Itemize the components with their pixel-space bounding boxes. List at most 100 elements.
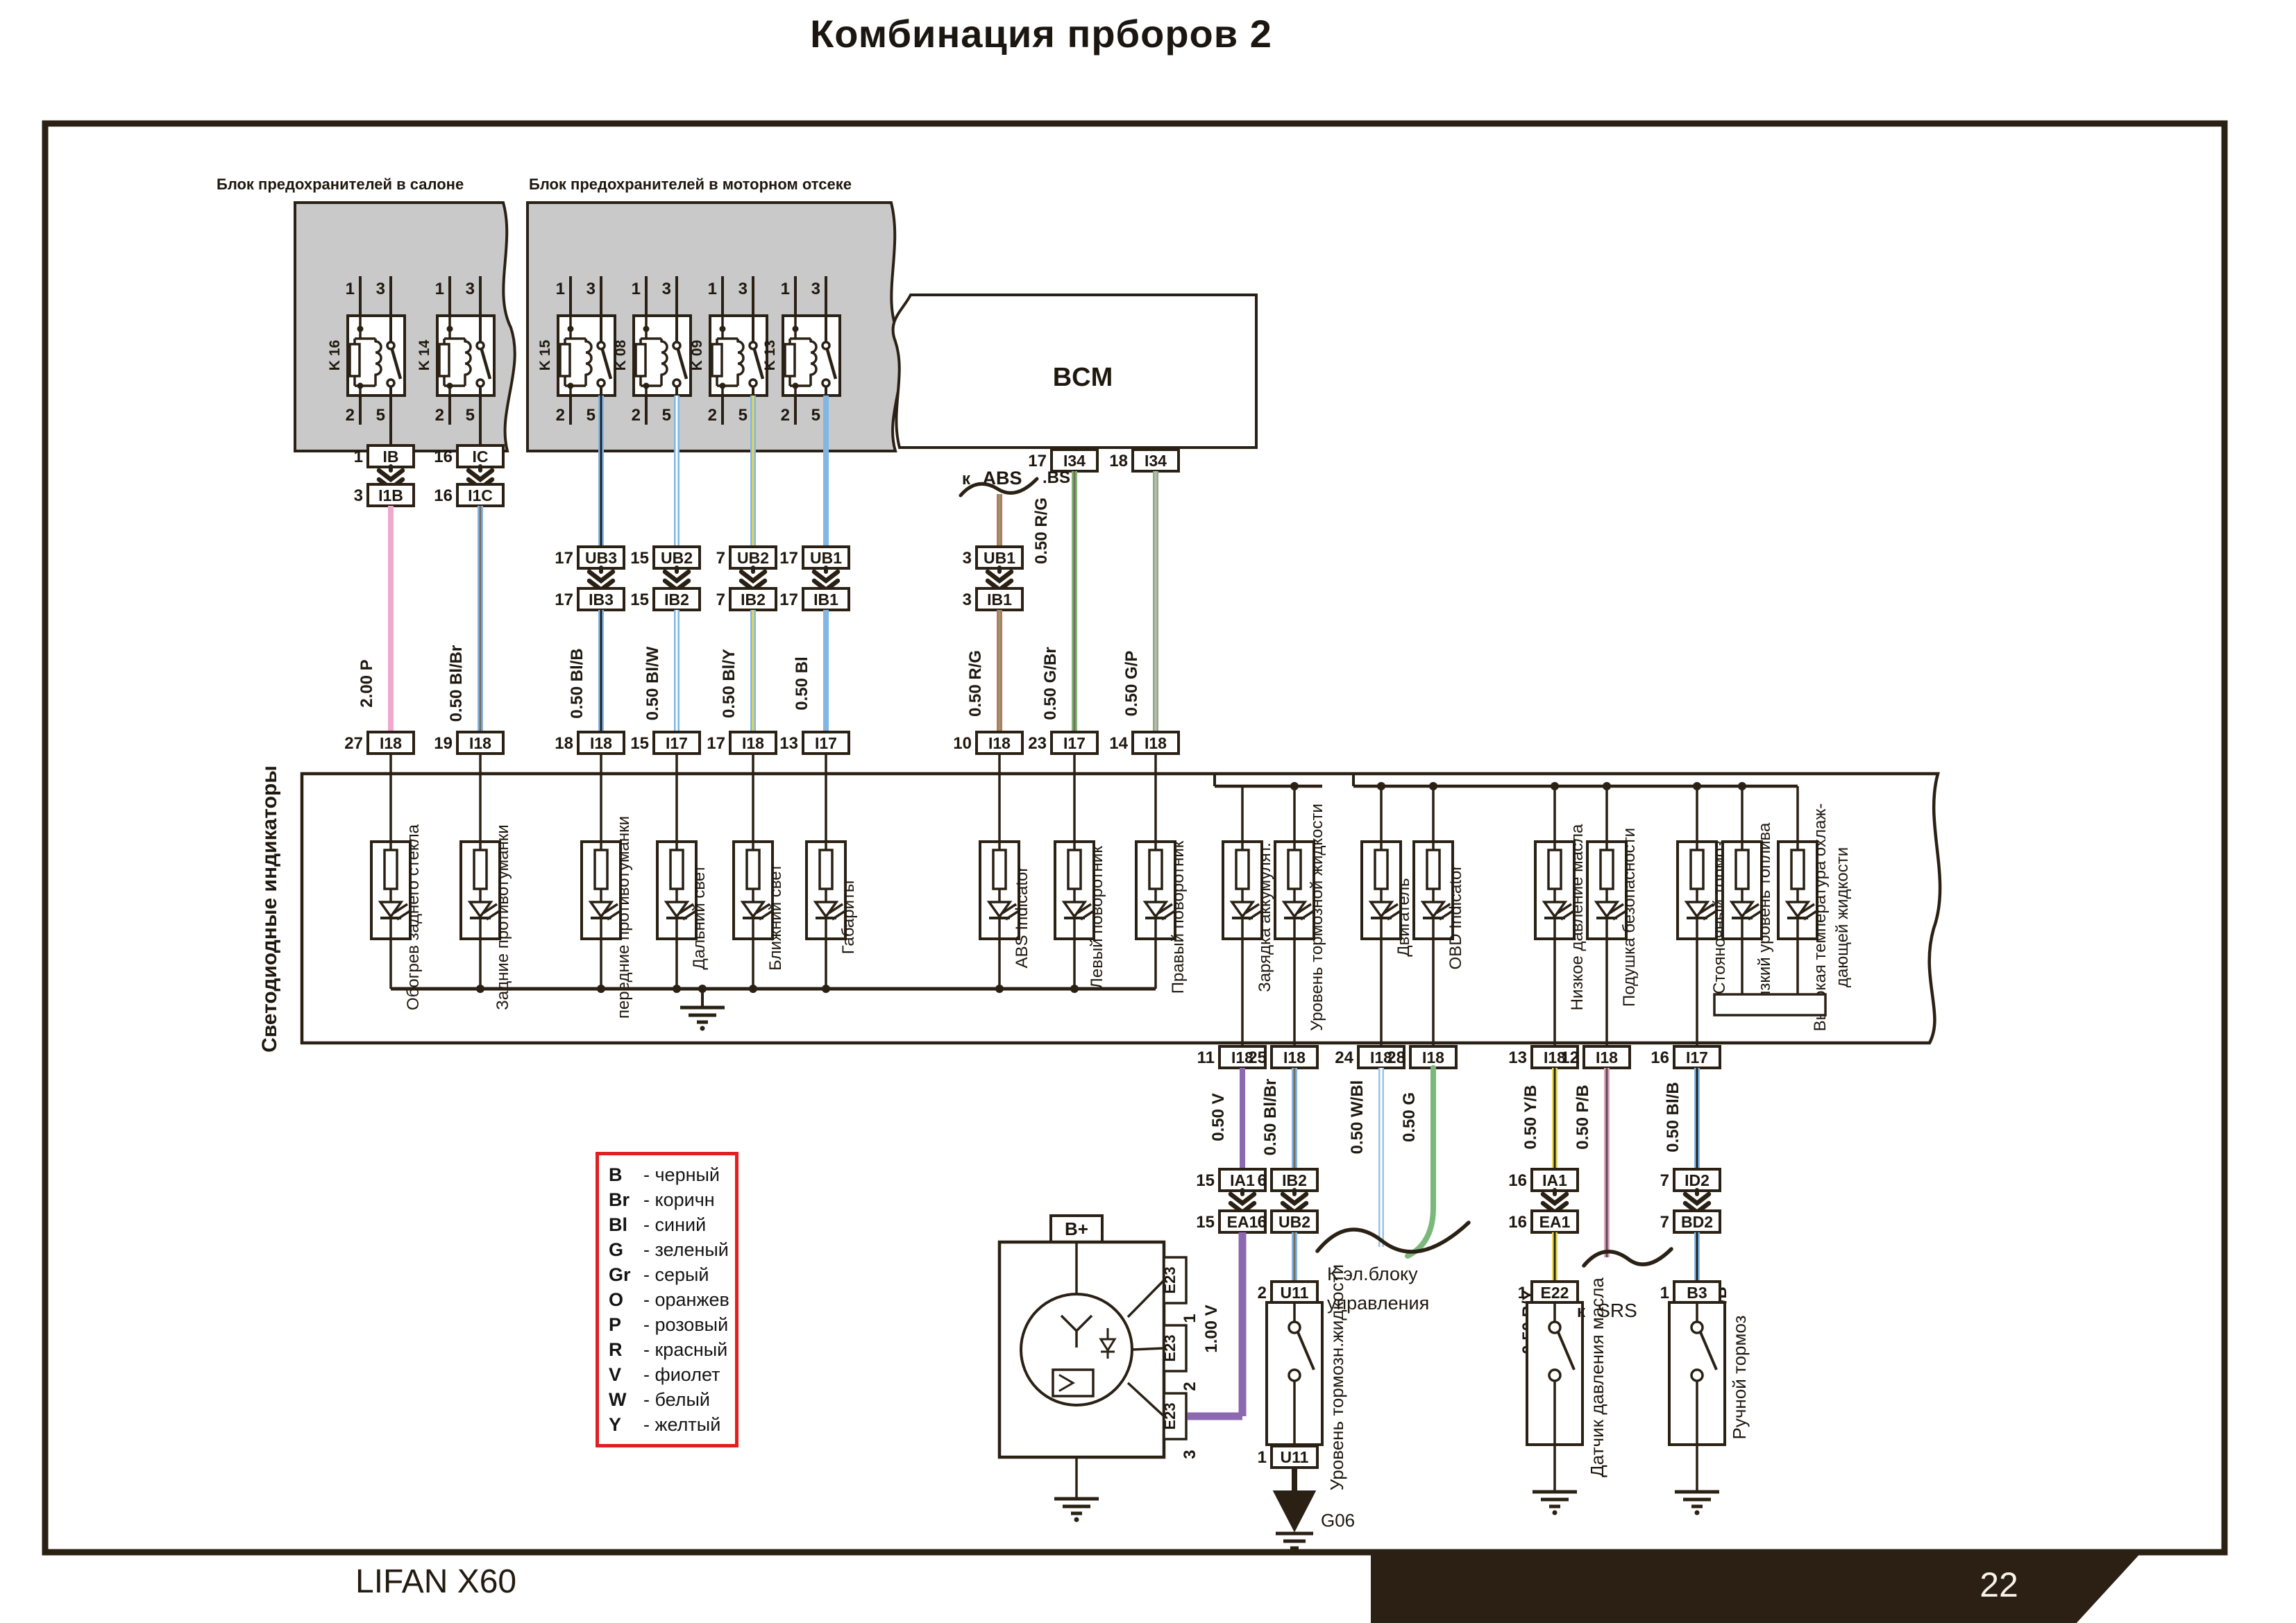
connector-code: E22 [1541, 1284, 1569, 1302]
relay-resistor [634, 343, 647, 377]
panel-bottom-connector [1673, 1045, 1721, 1069]
down-arrow-icon [811, 569, 841, 584]
connector-code: I18 [1596, 1048, 1618, 1067]
abs-ghost: .BS [1043, 468, 1070, 487]
connector-pin: 28 [1387, 1048, 1406, 1067]
led-resistor [1148, 849, 1163, 890]
relay-contact [821, 378, 831, 388]
relay-pin: 2 [708, 406, 717, 425]
connector-code: ID2 [1685, 1171, 1710, 1189]
led-resistor [1426, 849, 1441, 890]
harness-connector [1218, 1209, 1267, 1234]
connector-pin: 10 [953, 734, 972, 753]
contact [1288, 1368, 1301, 1382]
shared-bus-bar [1713, 993, 1827, 1017]
led-label: Левый поворотник [1088, 846, 1106, 989]
led-diode-icon [1281, 901, 1308, 919]
led-label: Обогрев заднего стекла [404, 824, 423, 1010]
relay-contact [386, 341, 396, 350]
relay-contact [748, 341, 758, 350]
connector-pin: 7 [1660, 1213, 1669, 1232]
led-label: Задние противотуманки [493, 824, 512, 1010]
harness-connector [729, 545, 777, 570]
junction-dot [1070, 985, 1079, 993]
srs-text: SRS [1597, 1300, 1637, 1321]
connector-pin: 24 [1335, 1048, 1353, 1067]
relay-pin: 1 [632, 280, 641, 298]
led-resistor [1287, 849, 1302, 890]
connector-code: IB [383, 448, 399, 466]
relay-pin: 3 [738, 280, 748, 298]
junction-dot [1290, 782, 1299, 790]
wire-label: 0.50 G [1400, 1092, 1419, 1142]
legend-item-Bl: Bl- синий [609, 1214, 707, 1235]
footer-model: LIFAN X60 [355, 1563, 517, 1600]
down-arrow-icon [662, 569, 691, 584]
junction-dot [643, 325, 650, 332]
relay-resistor [711, 343, 723, 377]
led-resistor [1067, 849, 1082, 890]
wire-label: 0.50 P/B [1573, 1085, 1592, 1149]
relay-name: K 15 [537, 340, 553, 371]
led-diode-icon [1142, 901, 1169, 919]
device-connector [1270, 1280, 1319, 1305]
led-resistor [669, 849, 684, 890]
relay-contact [475, 378, 485, 388]
connector-pin: 16 [1508, 1171, 1527, 1190]
legend-item-Br: Br- коричн [609, 1189, 715, 1210]
relay-resistor [348, 343, 361, 377]
relay-name: K 13 [762, 340, 778, 371]
wire-label: 0.50 V [1209, 1093, 1228, 1141]
led-resistor [745, 849, 761, 890]
junction-dot [597, 985, 605, 993]
connector-code: I18 [1544, 1048, 1566, 1067]
led-diode-icon [1229, 901, 1256, 919]
led-label: Двигатель [1394, 878, 1413, 956]
gen-reg-arrow [1058, 1374, 1075, 1392]
connector-pin: 18 [555, 734, 573, 753]
led-resistor [1734, 849, 1750, 890]
wire-label: 0.50 Bl/W [643, 646, 662, 720]
panel-bottom-connector [1530, 1045, 1579, 1069]
connector-pin: 15 [1196, 1171, 1215, 1190]
connector-code: I18 [380, 734, 402, 752]
connector-pin: 17 [555, 590, 573, 609]
relay-pin: 3 [376, 280, 385, 298]
relay-name: K 08 [613, 340, 629, 371]
led-resistor [1374, 849, 1389, 890]
harness-connector [802, 545, 850, 570]
connector-code: I1C [468, 486, 493, 504]
connector-code: I17 [1686, 1048, 1708, 1067]
bplus-connector [1049, 1214, 1104, 1243]
junction-dot [995, 985, 1004, 993]
led-diode-icon [740, 901, 766, 919]
ecu-wavy [1315, 1221, 1471, 1254]
gen-tab-code: E23 [1161, 1402, 1179, 1429]
relay-coil-icon [809, 340, 818, 376]
wire-label: 0.50 G/Br [1041, 647, 1060, 720]
connector-pin: 3 [963, 590, 972, 609]
relay-pin: 2 [346, 406, 355, 425]
relay-pin: 1 [435, 280, 444, 298]
relay-pin: 5 [811, 406, 820, 425]
connector-code: I17 [815, 734, 837, 752]
legend-item-G: G- зеленый [609, 1239, 729, 1260]
bcm-connector [1131, 448, 1180, 473]
connector-code: IA1 [1542, 1171, 1567, 1189]
connector-pin: 15 [630, 549, 649, 568]
harness-connector [1270, 1209, 1319, 1234]
relay-name: K 09 [689, 340, 705, 371]
connector-code: I18 [988, 734, 1011, 752]
connector-code: IB3 [589, 590, 614, 609]
relay-pin: 1 [708, 280, 717, 298]
contact [1690, 1320, 1704, 1334]
junction-dot [567, 325, 574, 332]
contact [1690, 1368, 1704, 1382]
legend-item-B: B- черный [609, 1164, 720, 1185]
connector-pin: 16 [1508, 1213, 1527, 1232]
legend-item-Gr: Gr- серый [609, 1264, 709, 1285]
junction-dot [357, 325, 364, 332]
connector-code: BD2 [1681, 1213, 1713, 1231]
wire-label: 0.50 Bl/Br [447, 645, 466, 722]
harness-connector [1673, 1209, 1721, 1234]
